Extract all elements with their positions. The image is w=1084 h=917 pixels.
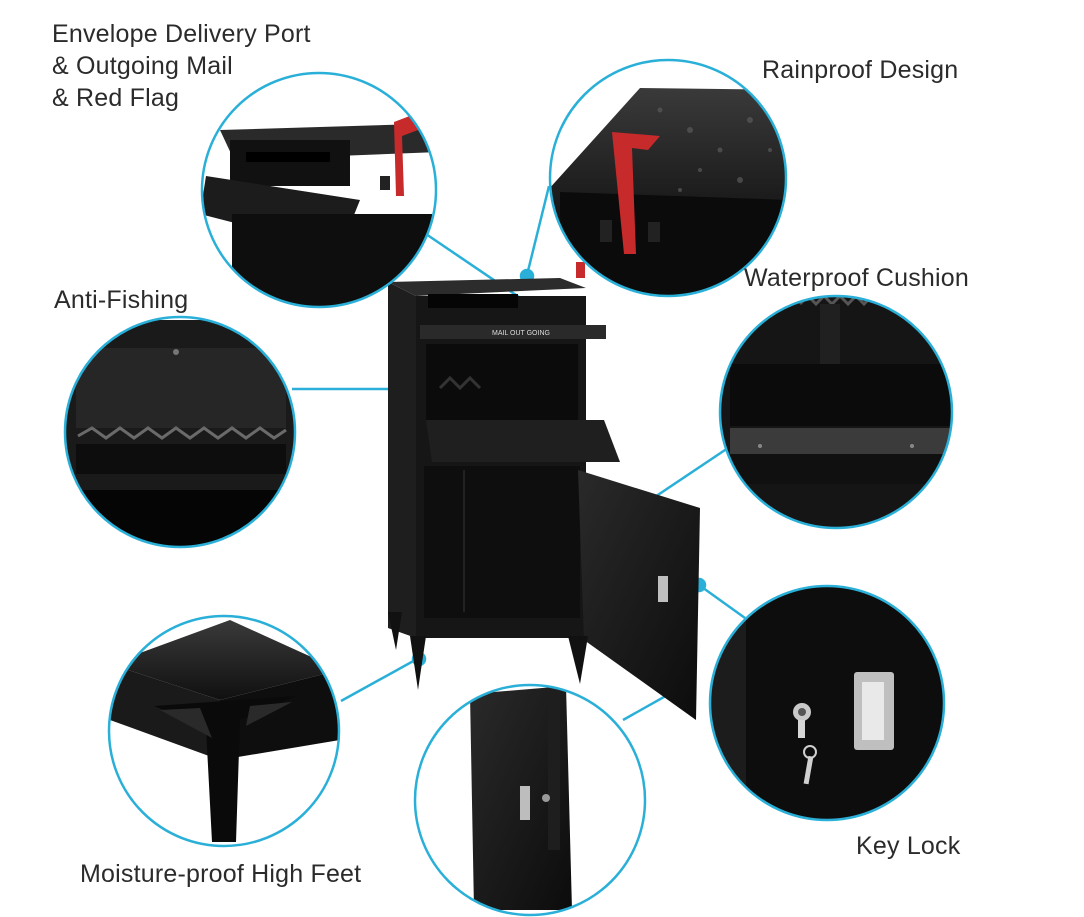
label-key-lock: Key Lock xyxy=(856,832,961,860)
label-envelope-port-line1: Envelope Delivery Port xyxy=(52,20,311,48)
detail-rainproof xyxy=(548,58,788,298)
handle-icon xyxy=(520,786,530,820)
detail-high-feet xyxy=(107,614,341,848)
key-icon xyxy=(793,703,817,785)
red-flag-icon xyxy=(576,262,585,278)
detail-key-lock xyxy=(708,584,946,822)
detail-anti-fishing xyxy=(63,315,297,549)
label-envelope-port-line3: & Red Flag xyxy=(52,84,180,112)
mailbox-cabinet: MAIL OUT GOING xyxy=(388,262,700,720)
label-envelope-port: Envelope Delivery Port & Outgoing Mail &… xyxy=(52,18,311,114)
label-envelope-port-line2: & Outgoing Mail xyxy=(52,52,233,80)
detail-door xyxy=(413,683,647,917)
handle-icon xyxy=(854,672,894,750)
label-waterproof-cushion: Waterproof Cushion xyxy=(744,264,969,292)
handle-icon xyxy=(658,576,668,602)
detail-waterproof-cushion xyxy=(718,294,954,530)
red-flag-icon xyxy=(394,112,420,196)
slot-text: MAIL OUT GOING xyxy=(492,330,550,337)
label-rainproof: Rainproof Design xyxy=(762,56,959,84)
label-anti-fishing: Anti-Fishing xyxy=(54,286,189,314)
label-high-feet: Moisture-proof High Feet xyxy=(80,860,362,888)
red-flag-icon xyxy=(612,132,660,254)
